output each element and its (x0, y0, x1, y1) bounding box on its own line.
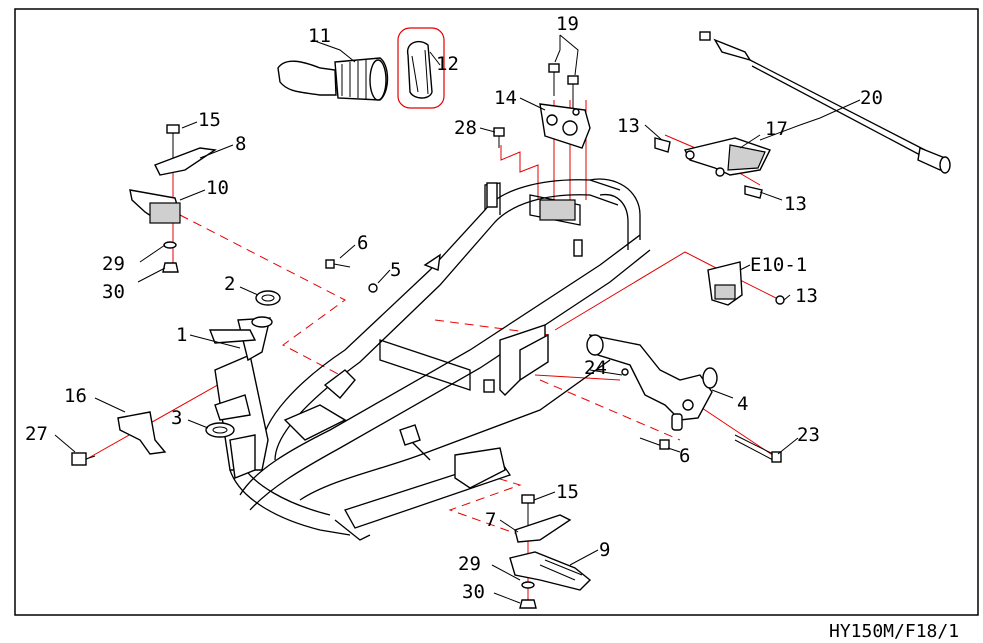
part-stack-upper (129, 124, 217, 273)
part-intake-duct (277, 57, 389, 101)
callout-6-b: 6 (679, 445, 690, 467)
part-bolt-23 (734, 434, 782, 463)
part-bracket-e10 (707, 261, 785, 306)
callout-15-a: 15 (198, 109, 221, 131)
callout-1: 1 (176, 324, 187, 346)
part-stack-lower (509, 494, 592, 609)
part-engine-hanger-4 (586, 334, 718, 431)
callout-14: 14 (494, 87, 517, 109)
callout-29-b: 29 (458, 553, 481, 575)
part-cable-20 (699, 31, 951, 174)
callout-13-c: 13 (795, 285, 818, 307)
callout-16: 16 (64, 385, 87, 407)
part-hose-clamp (397, 27, 445, 109)
callout-20: 20 (860, 87, 883, 109)
part-bolts-6-5 (325, 259, 378, 293)
callout-24: 24 (584, 357, 607, 379)
callout-11: 11 (308, 25, 331, 47)
assembly-lines (84, 100, 781, 605)
drawing-reference: HY150M/F18/1 (829, 621, 959, 642)
part-bracket-17 (654, 137, 771, 199)
callout-labels: 11 12 19 20 14 28 13 17 13 15 8 10 6 5 E… (25, 13, 883, 603)
callout-30-b: 30 (462, 581, 485, 603)
callout-30-a: 30 (102, 281, 125, 303)
callout-12: 12 (436, 53, 459, 75)
callout-e10-1: E10-1 (750, 254, 807, 276)
part-bracket-14 (539, 103, 591, 149)
callout-9: 9 (599, 539, 610, 561)
drawing-border (14, 8, 979, 616)
part-bracket-16 (71, 411, 167, 466)
callout-28: 28 (454, 117, 477, 139)
leader-lines (54, 34, 861, 604)
callout-7: 7 (485, 509, 496, 531)
callout-2: 2 (224, 273, 235, 295)
callout-5: 5 (390, 259, 401, 281)
callout-15-b: 15 (556, 481, 579, 503)
callout-19: 19 (556, 13, 579, 35)
part-grommet-2 (255, 290, 281, 306)
callout-6-a: 6 (357, 232, 368, 254)
callout-29-a: 29 (102, 253, 125, 275)
callout-4: 4 (737, 393, 748, 415)
callout-27: 27 (25, 423, 48, 445)
callout-23: 23 (797, 424, 820, 446)
part-bolt-28 (493, 127, 505, 148)
callout-17: 17 (765, 118, 788, 140)
part-bushing-3 (205, 422, 235, 438)
part-bolt-6-lower (639, 437, 670, 450)
callout-10: 10 (206, 177, 229, 199)
callout-13-b: 13 (784, 193, 807, 215)
callout-13-a: 13 (617, 115, 640, 137)
callout-3: 3 (171, 407, 182, 429)
part-bolts-19 (548, 63, 579, 110)
scooter-frame (208, 178, 651, 541)
callout-8: 8 (235, 133, 246, 155)
